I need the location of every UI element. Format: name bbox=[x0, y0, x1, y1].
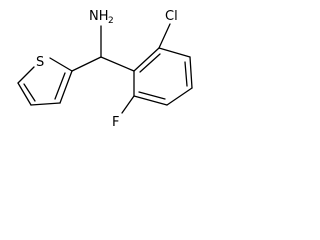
phenyl-bond-c1-c2-double bbox=[139, 53, 161, 73]
amine-label: NH bbox=[89, 9, 109, 24]
fluorine-label: F bbox=[112, 115, 119, 130]
bond-c-thiophene bbox=[71, 56, 102, 72]
phenyl-bond-c5-c6-double bbox=[138, 91, 166, 100]
bond-c2-cl bbox=[158, 23, 171, 49]
phenyl-bond-c2-c3 bbox=[158, 47, 191, 58]
phenyl-bond-c1-c2 bbox=[133, 47, 160, 72]
sulfur-label: S bbox=[36, 55, 44, 70]
thiophene-bond-c4-c3 bbox=[30, 102, 61, 106]
phenyl-bond-c5-c6 bbox=[133, 95, 168, 106]
bond-c-phenyl bbox=[100, 56, 135, 72]
phenyl-bond-c3-c4 bbox=[189, 56, 193, 89]
phenyl-bond-c4-c5 bbox=[166, 87, 193, 106]
chlorine-label: Cl bbox=[165, 9, 178, 24]
thiophene-bond-c5-c4 bbox=[17, 82, 32, 106]
amine-subscript: 2 bbox=[108, 16, 114, 26]
thiophene-bond-c3-c2 bbox=[59, 70, 73, 104]
thiophene-bond-s-c5 bbox=[17, 66, 35, 84]
thiophene-bond-c2-s bbox=[49, 57, 73, 72]
thiophene-bond-c3-c2-double bbox=[54, 72, 66, 100]
chemical-structure-diagram: NH 2 S Cl F bbox=[17, 9, 193, 130]
thiophene-bond-c5-c4-double bbox=[23, 83, 36, 102]
phenyl-bond-c3-c4-double bbox=[184, 61, 188, 87]
bond-c6-f bbox=[121, 95, 135, 114]
